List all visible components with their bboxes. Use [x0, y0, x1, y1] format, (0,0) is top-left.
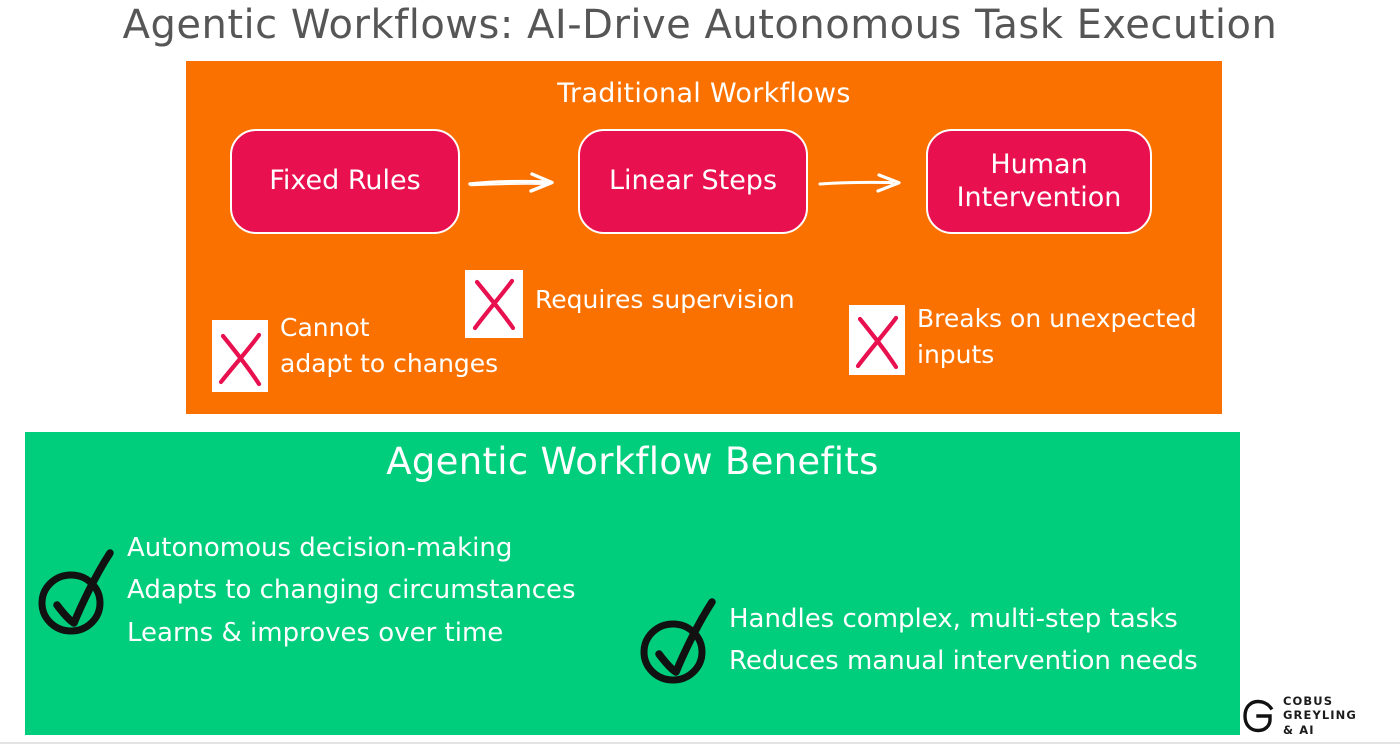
traditional-workflows-heading: Traditional Workflows — [557, 78, 851, 109]
flow-node-fixed-rules[interactable]: Fixed Rules — [230, 129, 460, 234]
brand-name: COBUS GREYLING & AI — [1283, 694, 1357, 737]
limitation-item: Cannot adapt to changes — [212, 310, 498, 392]
benefit-text: Handles complex, multi-step tasks Reduce… — [729, 603, 1198, 676]
check-mark-icon — [635, 592, 727, 688]
arrow-right-icon — [816, 171, 916, 195]
limitation-label: Requires supervision — [535, 285, 795, 314]
x-mark-icon — [212, 320, 268, 392]
agentic-benefits-panel: Agentic Workflow Benefits Autonomous dec… — [25, 432, 1240, 735]
brand-logo: COBUS GREYLING & AI — [1241, 694, 1400, 737]
arrow-right-icon — [468, 171, 568, 195]
check-mark-icon — [33, 543, 125, 639]
limitation-item: Requires supervision — [465, 270, 795, 338]
page-title: Agentic Workflows: AI-Drive Autonomous T… — [122, 2, 1278, 48]
limitation-label: Cannot adapt to changes — [280, 313, 499, 378]
traditional-flow-row: Fixed Rules Linear Steps Human Intervent… — [186, 129, 1222, 242]
benefit-group: Autonomous decision-making Adapts to cha… — [33, 527, 576, 654]
benefit-text: Autonomous decision-making Adapts to cha… — [127, 533, 576, 648]
flow-node-label: Human Intervention — [956, 148, 1122, 213]
flow-node-human-intervention[interactable]: Human Intervention — [926, 129, 1152, 234]
x-mark-icon — [465, 270, 523, 338]
bottom-divider — [0, 742, 1400, 744]
x-mark-icon — [849, 305, 905, 375]
limitation-item: Breaks on unexpected inputs — [849, 301, 1197, 375]
cobus-greyling-g-icon — [1241, 699, 1275, 733]
benefit-group: Handles complex, multi-step tasks Reduce… — [635, 592, 1198, 688]
benefits-heading: Agentic Workflow Benefits — [386, 440, 879, 483]
traditional-workflows-panel: Traditional Workflows Fixed Rules Linear… — [186, 61, 1222, 414]
flow-node-label: Fixed Rules — [269, 165, 421, 197]
flow-node-linear-steps[interactable]: Linear Steps — [578, 129, 808, 234]
flow-node-label: Linear Steps — [608, 165, 778, 197]
limitation-label: Breaks on unexpected inputs — [917, 304, 1197, 369]
